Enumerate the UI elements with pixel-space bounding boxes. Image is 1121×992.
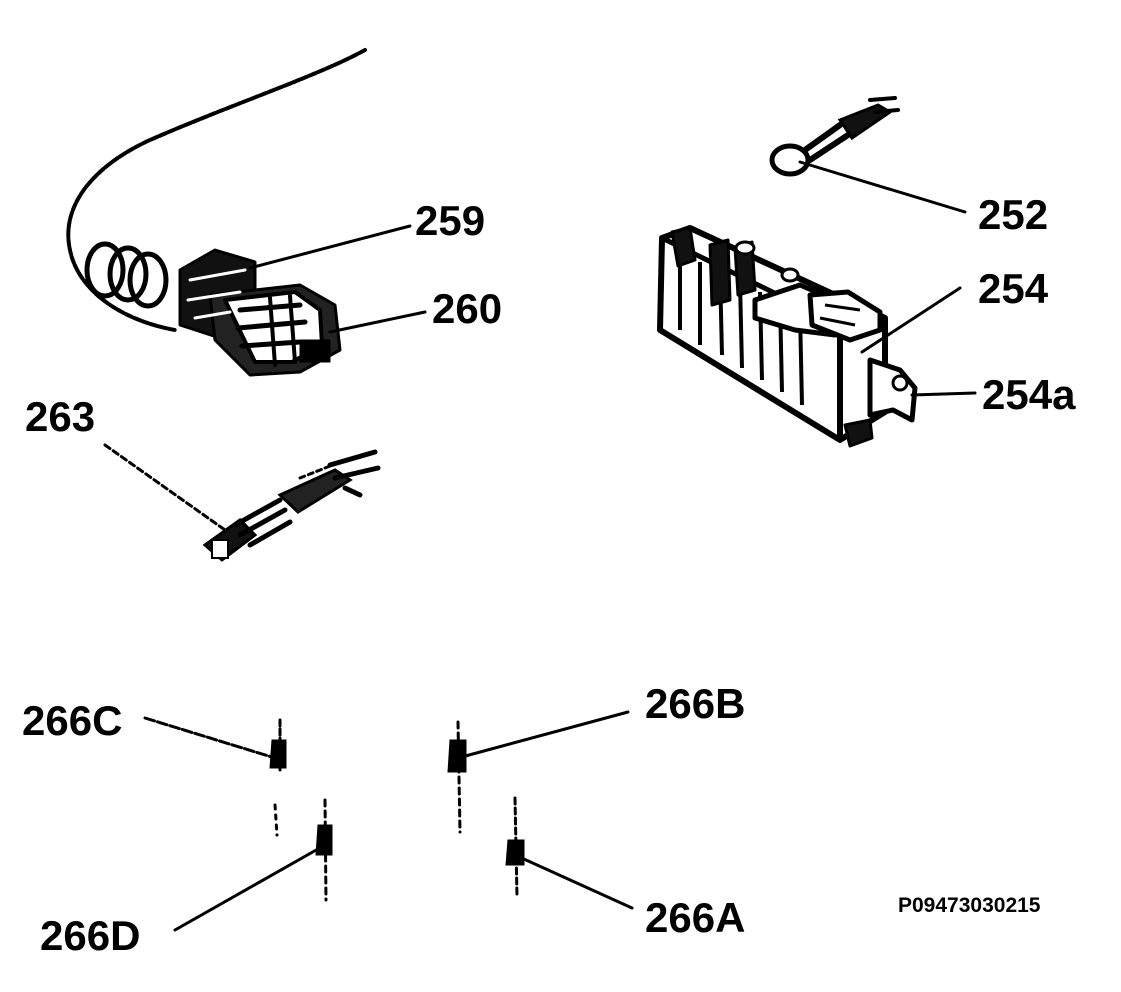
screw-266A <box>505 796 525 898</box>
fixing-screws <box>269 718 525 902</box>
callout-260: 260 <box>432 285 503 332</box>
callout-259: 259 <box>415 197 486 244</box>
callout-266B: 266B <box>645 680 746 727</box>
screw-266C <box>269 718 287 837</box>
spark-generator <box>657 225 918 448</box>
thermostat-assembly <box>66 48 367 377</box>
callout-254a: 254a <box>982 371 1076 418</box>
callout-266C: 266C <box>22 697 123 744</box>
capillary-coil-2 <box>107 245 149 303</box>
leader-263 <box>103 443 227 532</box>
capillary-coil-1 <box>84 241 126 299</box>
capillary-tube <box>66 48 367 332</box>
leader-254 <box>860 286 962 354</box>
callout-254: 254 <box>978 265 1049 312</box>
leader-259 <box>248 224 412 270</box>
leader-lines <box>103 160 977 932</box>
capillary-coil-3 <box>127 251 169 309</box>
drawing-code: P09473030215 <box>898 894 1041 917</box>
leader-266D <box>173 843 327 932</box>
leader-254a <box>910 391 977 397</box>
small-plug <box>769 96 900 177</box>
callout-263: 263 <box>25 393 96 440</box>
screw-266B <box>447 720 467 834</box>
thermostat-body <box>178 248 342 377</box>
leader-266B <box>456 710 630 760</box>
leader-266A <box>513 853 634 910</box>
callout-266A: 266A <box>645 894 746 941</box>
leader-260 <box>328 310 427 334</box>
leader-266C <box>143 716 277 760</box>
leader-252 <box>798 160 967 214</box>
igniter-plug <box>202 449 381 562</box>
callout-252: 252 <box>978 191 1049 238</box>
callout-266D: 266D <box>40 912 141 959</box>
